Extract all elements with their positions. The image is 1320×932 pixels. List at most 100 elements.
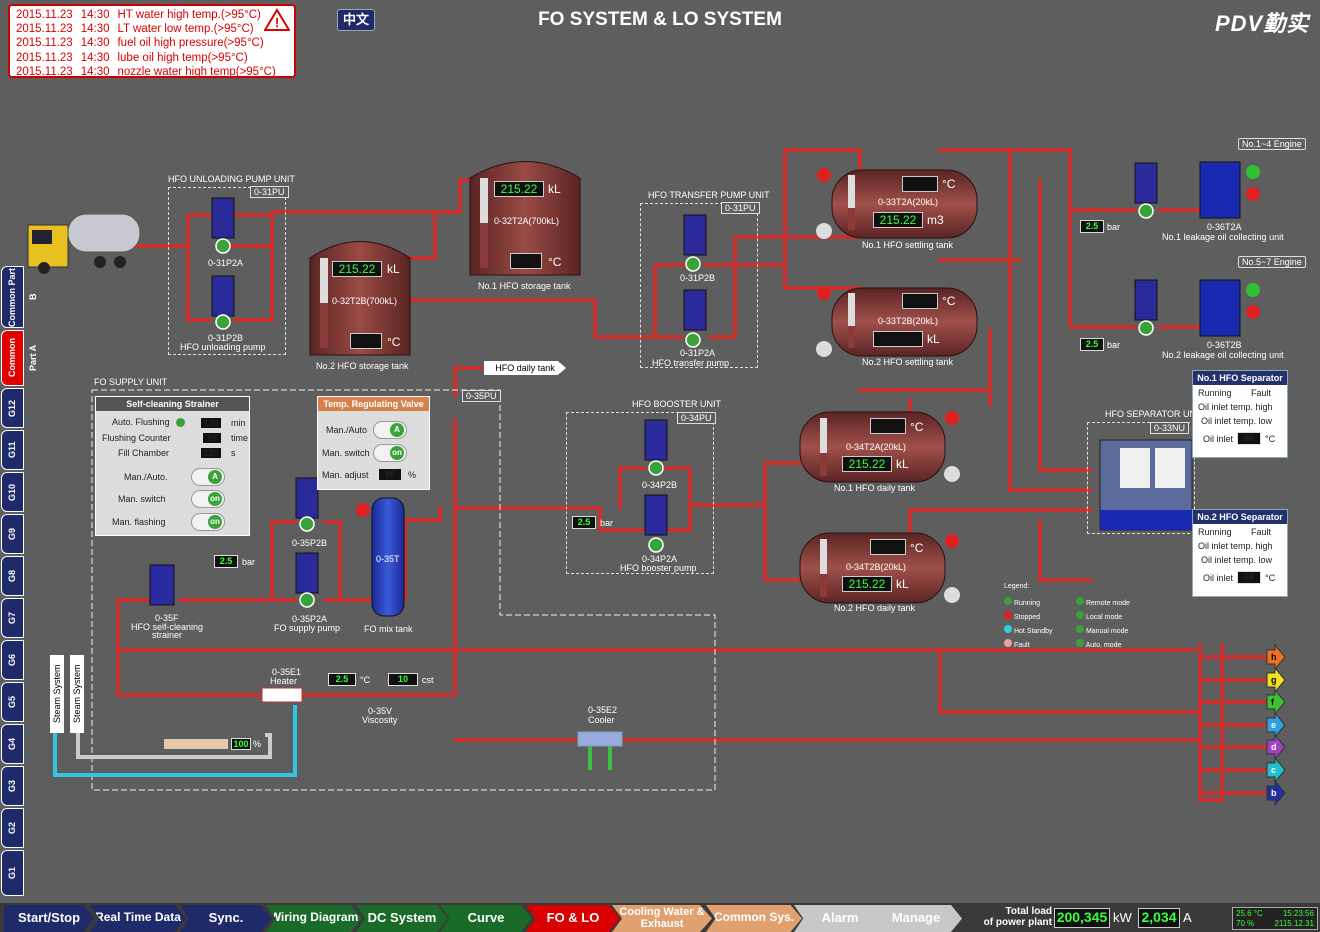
tank-level-bar bbox=[320, 258, 328, 348]
sidebar-item-g3[interactable]: G3 bbox=[1, 766, 24, 806]
tank-level-value: 215.22 bbox=[873, 212, 923, 228]
nav-sync[interactable]: Sync. bbox=[180, 905, 272, 932]
man-adjust-label: Man. adjust bbox=[322, 470, 369, 480]
nav-wiring-diagram[interactable]: Wiring Diagram bbox=[266, 905, 362, 932]
svg-text:!: ! bbox=[275, 15, 279, 30]
outlet-label[interactable]: e bbox=[1271, 720, 1277, 730]
man-auto-toggle[interactable]: A bbox=[191, 468, 225, 486]
daily-tank-link[interactable]: HFO daily tank bbox=[484, 361, 566, 375]
tank-level-value: 215.22 bbox=[842, 456, 892, 472]
flushing-counter-unit: time bbox=[231, 433, 249, 443]
sidebar-item-g2[interactable]: G2 bbox=[1, 808, 24, 848]
tank-level-unit: kL bbox=[548, 182, 561, 196]
engine-tag: No.5~7 Engine bbox=[1238, 256, 1306, 268]
tank-temp-unit: °C bbox=[548, 255, 562, 269]
amp-unit: A bbox=[1183, 910, 1192, 925]
oil-inlet-unit: °C bbox=[1265, 573, 1276, 583]
nav-start-stop[interactable]: Start/Stop bbox=[4, 905, 94, 932]
nav-label: Common Sys. bbox=[713, 910, 794, 924]
strainer-panel[interactable]: Self-cleaning Strainer Auto. Flushing 12… bbox=[95, 396, 250, 536]
fault-label: Fault bbox=[1251, 527, 1272, 537]
separator-unit-box bbox=[1087, 422, 1195, 534]
running-label: Running bbox=[1198, 388, 1232, 398]
separator-unit-title: HFO SEPARATOR UNIT bbox=[1105, 409, 1205, 419]
nav-manage[interactable]: Manage bbox=[870, 905, 962, 932]
sidebar-item-g12[interactable]: G12 bbox=[1, 388, 24, 428]
outlet-label[interactable]: c bbox=[1271, 765, 1277, 775]
nav-dc-system[interactable]: DC System bbox=[356, 905, 448, 932]
nav-curve[interactable]: Curve bbox=[440, 905, 532, 932]
fault-label: Fault bbox=[1251, 388, 1272, 398]
unloading-unit-title: HFO UNLOADING PUMP UNIT bbox=[168, 174, 295, 184]
steam-valve-unit: % bbox=[253, 739, 262, 749]
fill-chamber-value[interactable]: 120 bbox=[200, 447, 222, 459]
nav-label: Alarm bbox=[821, 910, 859, 925]
tank-id: 0-32T2A(700kL) bbox=[494, 216, 560, 226]
toggle-knob: on bbox=[208, 515, 222, 529]
strainer-name: HFO self-cleaning strainer bbox=[130, 622, 204, 640]
steam-system-label: Steam System bbox=[50, 655, 64, 733]
temp-low-label: Oil inlet temp. low bbox=[1201, 555, 1273, 565]
steam-valve-value: 100 bbox=[231, 738, 251, 750]
outlet-label[interactable]: f bbox=[1271, 697, 1274, 707]
tank-level-value bbox=[873, 331, 923, 347]
tank-temp-unit: °C bbox=[387, 335, 401, 349]
separator-2-panel[interactable]: No.2 HFO Separator Running Fault Oil inl… bbox=[1192, 509, 1288, 597]
sidebar-item-g10[interactable]: G10 bbox=[1, 472, 24, 512]
legend-remote: Remote mode bbox=[1085, 600, 1130, 607]
man-adjust-value[interactable]: 98 bbox=[378, 468, 402, 481]
sidebar-item-g11[interactable]: G11 bbox=[1, 430, 24, 470]
man-flashing-toggle[interactable]: on bbox=[191, 513, 225, 531]
legend-title: Legend: bbox=[1004, 583, 1030, 590]
warning-icon: ! bbox=[264, 8, 290, 31]
flushing-counter-value: 28 bbox=[202, 432, 222, 444]
nav-alarm[interactable]: Alarm bbox=[794, 905, 886, 932]
separator-1-panel[interactable]: No.1 HFO Separator Running Fault Oil inl… bbox=[1192, 370, 1288, 458]
nav-real-time-data[interactable]: Real Time Data bbox=[90, 905, 186, 932]
sidebar-item-common-b[interactable]: Common Part B bbox=[1, 266, 38, 328]
tank-name: No.1 HFO daily tank bbox=[834, 483, 916, 493]
sidebar-item-g6[interactable]: G6 bbox=[1, 640, 24, 680]
outlet-label[interactable]: d bbox=[1271, 742, 1277, 752]
pump-label: 0-31P2A bbox=[208, 258, 244, 268]
man-auto-label: Man./Auto bbox=[326, 425, 368, 435]
panel-title: Temp. Regulating Valve bbox=[318, 397, 429, 411]
tank-level-unit: kL bbox=[896, 457, 909, 471]
nav-cooling-water[interactable]: Cooling Water & Exhaust bbox=[612, 905, 712, 932]
sidebar-item-g5[interactable]: G5 bbox=[1, 682, 24, 722]
tank-level-bar bbox=[848, 175, 855, 230]
sidebar-item-g4[interactable]: G4 bbox=[1, 724, 24, 764]
booster-unit-title: HFO BOOSTER UNIT bbox=[632, 399, 722, 409]
outlet-label[interactable]: b bbox=[1271, 788, 1277, 798]
outlet-label[interactable]: h bbox=[1271, 652, 1277, 662]
sidebar-item-g8[interactable]: G8 bbox=[1, 556, 24, 596]
man-auto-label: Man./Auto. bbox=[124, 472, 168, 482]
auto-flushing-value[interactable]: 120 bbox=[200, 417, 222, 429]
man-auto-toggle[interactable]: A bbox=[373, 421, 407, 439]
temp-valve-panel[interactable]: Temp. Regulating Valve Man./Auto A Man. … bbox=[317, 396, 430, 490]
language-button[interactable]: 中文 bbox=[337, 9, 375, 31]
pressure-value: 2.5 bbox=[1080, 220, 1104, 233]
man-switch-label: Man. switch bbox=[118, 494, 166, 504]
sidebar-item-g9[interactable]: G9 bbox=[1, 514, 24, 554]
toggle-knob: on bbox=[390, 446, 404, 460]
heater-label: Heater bbox=[270, 676, 298, 686]
man-switch-toggle[interactable]: on bbox=[191, 490, 225, 508]
outlet-label[interactable]: g bbox=[1271, 675, 1277, 685]
sidebar-item-g1[interactable]: G1 bbox=[1, 850, 24, 896]
sidebar-item-g7[interactable]: G7 bbox=[1, 598, 24, 638]
pressure-unit: bar bbox=[1107, 222, 1121, 232]
nav-common-sys[interactable]: Common Sys. bbox=[706, 905, 802, 932]
temp-low-label: Oil inlet temp. low bbox=[1201, 416, 1273, 426]
total-load-kw-value: 200,345 bbox=[1054, 908, 1110, 928]
man-switch-toggle[interactable]: on bbox=[373, 444, 407, 462]
steam-system-label: Steam System bbox=[70, 655, 84, 733]
nav-fo-lo[interactable]: FO & LO bbox=[526, 905, 620, 932]
legend-manual: Manual mode bbox=[1085, 628, 1129, 635]
tank-name: No.2 HFO settling tank bbox=[862, 357, 954, 367]
sidebar-item-common-a[interactable]: Common Part A bbox=[1, 330, 38, 386]
env-status: 25.6 °C 70 % 15:23:56 2115.12.31 bbox=[1232, 907, 1318, 930]
